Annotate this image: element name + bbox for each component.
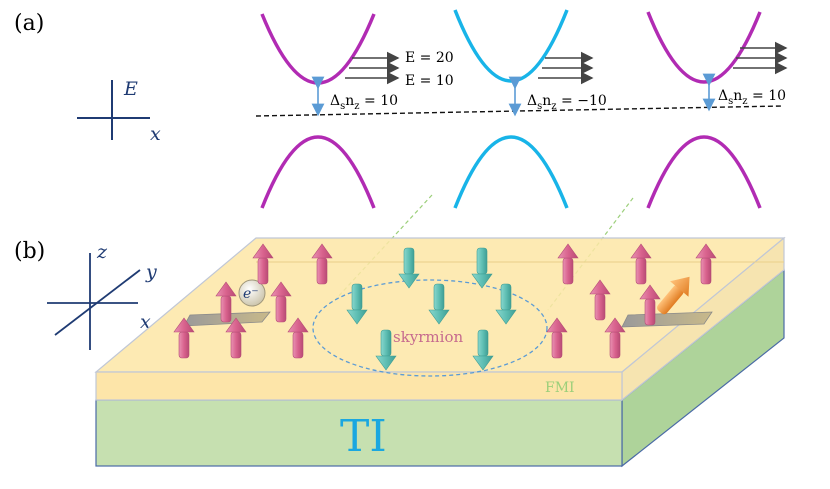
spin-up-arrow xyxy=(630,243,652,285)
parabola-upper-3 xyxy=(646,11,762,84)
spin-up-arrow xyxy=(546,317,568,359)
ti-layer xyxy=(95,268,785,468)
spin-up-arrow xyxy=(287,317,309,359)
panel-a-e-label: E xyxy=(123,78,138,100)
spin-up-arrow xyxy=(557,243,579,285)
spin-up-arrow xyxy=(311,243,333,285)
gap-label-3: Δsnz = 10 xyxy=(718,88,786,107)
panel-b-z-label: z xyxy=(96,241,108,263)
spin-down-arrow xyxy=(471,247,493,289)
spin-down-arrow xyxy=(472,329,494,371)
spin-up-arrow xyxy=(225,317,247,359)
spin-arrows xyxy=(173,243,717,371)
electron-ball xyxy=(238,279,266,307)
spin-plate xyxy=(621,311,713,328)
parabola-lower-3 xyxy=(646,135,762,209)
spin-down-arrow xyxy=(495,283,517,325)
spin-up-arrow xyxy=(639,284,661,326)
energy-label-low: E = 10 xyxy=(405,73,454,89)
panel-a-label: (a) xyxy=(14,11,44,36)
gap-label-1: Δsnz = 10 xyxy=(330,93,398,112)
electron-label: e⁻ xyxy=(243,286,259,302)
spin-up-arrow xyxy=(589,279,611,321)
spin-down-arrow xyxy=(428,283,450,325)
y-axis xyxy=(54,269,141,336)
spin-up-arrow xyxy=(604,317,626,359)
ti-label: TI xyxy=(340,411,387,462)
spin-up-arrow xyxy=(252,243,274,285)
parabola-lower-1 xyxy=(260,135,376,209)
panel-b-y-label: y xyxy=(145,261,157,283)
gap-arrows xyxy=(311,73,716,117)
spin-up-arrow xyxy=(695,243,717,285)
velocity-arrows-1 xyxy=(345,51,400,85)
panel-b-label: (b) xyxy=(14,239,45,264)
spin-platform xyxy=(621,276,713,328)
spin-down-arrow xyxy=(398,247,420,289)
spin-up-arrow xyxy=(173,317,195,359)
parabola-lower-2 xyxy=(453,135,569,209)
panel-b-axes xyxy=(47,253,141,350)
panel-a-axes: E x xyxy=(77,78,161,145)
fmi-front-face xyxy=(95,371,623,401)
energy-label-high: E = 20 xyxy=(405,50,454,66)
skyrmion-label: skyrmion xyxy=(393,328,463,346)
panel-a-x-label: x xyxy=(150,123,161,145)
velocity-arrows-3 xyxy=(733,41,788,75)
spin-up-arrow xyxy=(270,281,292,323)
ti-front-face xyxy=(95,399,623,467)
spin-up-arrow xyxy=(215,281,237,323)
spin-down-arrow xyxy=(346,283,368,325)
fmi-label: FMI xyxy=(545,380,575,396)
panel-b-x-label: x xyxy=(140,311,151,333)
parabola-upper-2 xyxy=(453,9,569,83)
parabola-upper-1 xyxy=(260,13,376,85)
spin-down-arrow xyxy=(375,329,397,371)
orange-spin-arrow xyxy=(657,276,690,315)
velocity-arrows-2 xyxy=(538,51,594,85)
skyrmion-boundary xyxy=(312,279,548,377)
gap-label-2: Δsnz = −10 xyxy=(527,93,607,112)
